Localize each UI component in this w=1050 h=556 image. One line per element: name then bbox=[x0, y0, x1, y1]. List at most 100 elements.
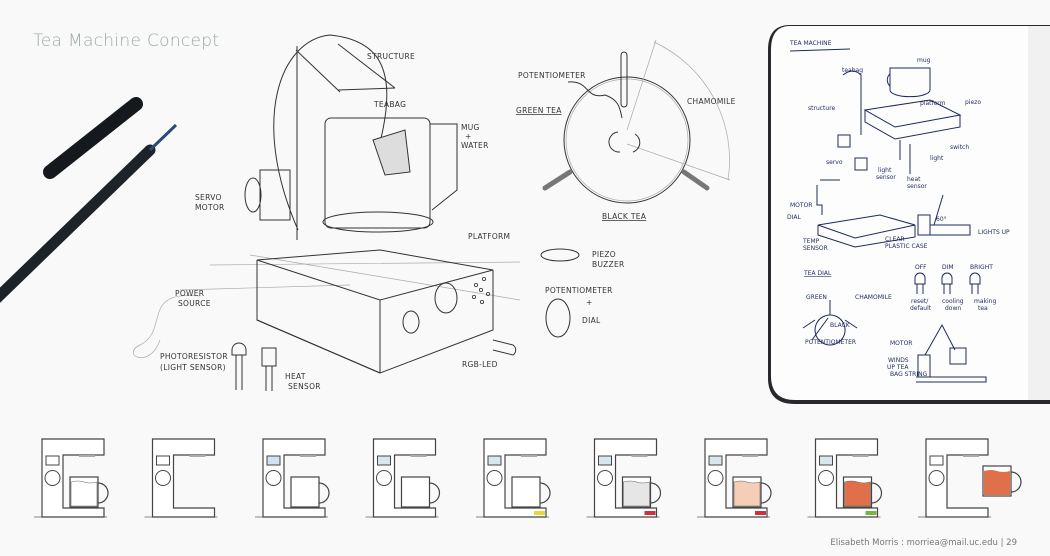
label-heat-sensor: SENSOR bbox=[288, 382, 321, 391]
label-dial: DIAL bbox=[582, 316, 601, 325]
label-motor: MOTOR bbox=[195, 203, 225, 212]
label-rgb-led: RGB-LED bbox=[462, 360, 498, 369]
display-screen bbox=[929, 455, 944, 466]
status-indicator bbox=[644, 511, 656, 515]
dial-knob bbox=[597, 470, 613, 486]
label-platform: PLATFORM bbox=[468, 232, 510, 241]
nb-potentiometer: POTENTIOMETER bbox=[805, 339, 856, 346]
status-indicator bbox=[534, 511, 545, 515]
mug-handle bbox=[318, 482, 330, 504]
nb-dim: DIM bbox=[942, 264, 954, 271]
step-machine bbox=[807, 438, 883, 518]
nb-case: CLEAR bbox=[885, 236, 905, 243]
step-machine bbox=[365, 438, 441, 518]
label-mug-plus: + bbox=[465, 132, 472, 141]
display-screen bbox=[819, 455, 833, 466]
nb-switch: switch bbox=[950, 144, 969, 151]
mug-handle bbox=[871, 482, 883, 504]
dial-knob bbox=[818, 470, 834, 486]
mug-handle bbox=[429, 482, 441, 504]
nb-angle: 60° bbox=[936, 216, 947, 223]
nb-off: OFF bbox=[915, 264, 927, 271]
nb-reset-2: default bbox=[910, 305, 932, 312]
nb-teabag: teabag bbox=[842, 67, 863, 74]
mug-handle bbox=[650, 482, 662, 504]
label-water: WATER bbox=[461, 141, 489, 150]
nozzle bbox=[631, 455, 648, 457]
nb-light: light bbox=[930, 155, 944, 162]
mug-liquid bbox=[623, 480, 650, 507]
status-indicator bbox=[865, 511, 877, 515]
mug-handle bbox=[760, 482, 772, 504]
dial-label-green-tea: GREEN TEA bbox=[516, 106, 562, 115]
nozzle bbox=[79, 455, 95, 457]
label-photoresistor: PHOTORESISTOR bbox=[160, 352, 228, 361]
nb-heat-sensor: heat bbox=[907, 176, 921, 183]
label-mug: MUG bbox=[461, 123, 480, 132]
display-screen bbox=[708, 455, 723, 466]
step-machine bbox=[697, 438, 772, 518]
label-power: POWER bbox=[175, 289, 204, 298]
nb-cooling: cooling bbox=[942, 298, 964, 305]
nozzle bbox=[521, 455, 537, 457]
pen-icon bbox=[0, 97, 178, 303]
nozzle bbox=[300, 455, 316, 457]
dial-label-potentiometer: POTENTIOMETER bbox=[518, 71, 586, 80]
nb-structure: structure bbox=[808, 105, 836, 112]
display-screen bbox=[377, 455, 391, 466]
step-machine bbox=[144, 438, 218, 518]
display-screen bbox=[45, 455, 60, 466]
label-heat: HEAT bbox=[285, 372, 306, 381]
nb-dial: DIAL bbox=[787, 214, 801, 221]
label-buzzer: BUZZER bbox=[592, 260, 625, 269]
nb-servo: servo bbox=[826, 159, 843, 166]
nb-lights-up: LIGHTS UP bbox=[978, 229, 1010, 236]
label-potentiometer: POTENTIOMETER bbox=[545, 286, 613, 295]
label-teabag: TEABAG bbox=[373, 100, 406, 109]
nb-case-2: PLASTIC CASE bbox=[885, 243, 928, 250]
nb-tea-dial: TEA DIAL bbox=[803, 270, 832, 277]
mug-handle bbox=[97, 482, 109, 504]
step-machine bbox=[255, 438, 330, 518]
nozzle bbox=[852, 455, 869, 457]
step-machine bbox=[586, 438, 662, 518]
sketchbook-page: TEA MACHINE mug teabag structure platfor… bbox=[768, 25, 1050, 404]
nb-making-2: tea bbox=[978, 305, 988, 312]
nozzle bbox=[410, 455, 427, 457]
nb-platform: platform bbox=[920, 100, 946, 107]
dial-knob bbox=[376, 470, 392, 486]
display-screen bbox=[156, 455, 170, 466]
mug-handle bbox=[539, 482, 551, 504]
nb-cooling-2: down bbox=[945, 305, 961, 312]
nozzle bbox=[189, 455, 206, 457]
nb-winds-3: BAG STRING bbox=[890, 371, 928, 378]
nb-making: making bbox=[974, 298, 996, 305]
nb-reset: reset/ bbox=[911, 298, 929, 305]
nozzle bbox=[742, 455, 758, 457]
label-source: SOURCE bbox=[178, 299, 211, 308]
mug-liquid bbox=[844, 480, 871, 507]
dial-knob bbox=[265, 470, 282, 486]
nb-temp: TEMP bbox=[802, 238, 820, 245]
page-footer: Elisabeth Morris : morriea@mail.uc.edu |… bbox=[830, 538, 1017, 548]
mug-liquid bbox=[984, 470, 1010, 495]
nb-winds: WINDS bbox=[888, 357, 909, 364]
nb-green: GREEN bbox=[806, 294, 827, 301]
nb-motor-2: MOTOR bbox=[890, 340, 912, 347]
nb-black: BLACK bbox=[830, 322, 851, 329]
nb-bright: BRIGHT bbox=[970, 264, 993, 271]
nb-motor: MOTOR bbox=[790, 202, 812, 209]
label-piezo: PIEZO bbox=[592, 250, 616, 259]
label-light-sensor: (LIGHT SENSOR) bbox=[160, 363, 226, 372]
dial-label-black-tea: BLACK TEA bbox=[602, 212, 647, 221]
mug-liquid bbox=[70, 480, 98, 507]
step-machine bbox=[918, 438, 1022, 518]
tea-dial-sketch: POTENTIOMETER GREEN TEA CHAMOMILE BLACK … bbox=[516, 39, 735, 221]
mug bbox=[400, 476, 431, 508]
dial-knob bbox=[155, 470, 171, 486]
display-screen bbox=[266, 455, 281, 466]
step-machine bbox=[34, 438, 109, 518]
label-structure: STRUCTURE bbox=[367, 52, 415, 61]
dial-knob bbox=[486, 470, 503, 486]
